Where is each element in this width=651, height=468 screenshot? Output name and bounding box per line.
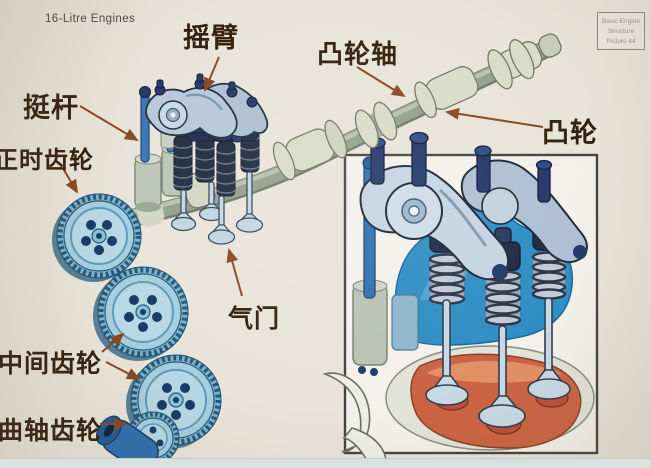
label-cam: 凸轮	[542, 118, 598, 148]
arrow-valve	[226, 248, 243, 297]
label-crankshaft-gear: 曲轴齿轮	[0, 417, 103, 445]
photo-edge	[0, 458, 651, 468]
rocker-arms	[145, 73, 269, 139]
inset-rocker-bolts	[368, 131, 553, 203]
inset-rocker-arms	[359, 159, 588, 281]
label-timing-gear: 正时齿轮	[0, 147, 94, 174]
corner-note-line: Basic Engine	[602, 18, 640, 25]
label-rocker-arm: 摇臂	[183, 23, 239, 53]
arrow-timing-gear	[63, 169, 79, 194]
arrow-pushrod	[79, 105, 139, 142]
timing-gear	[52, 193, 142, 282]
callout-arrows	[63, 56, 544, 430]
inset-detail-box	[322, 131, 599, 463]
label-camshaft: 凸轮轴	[317, 39, 399, 69]
corner-note-line: Picture 44	[606, 38, 636, 46]
arrow-intermediate-gear-upper	[101, 332, 125, 353]
arrow-intermediate-gear-lower	[105, 361, 141, 380]
arrow-rocker-arm	[204, 56, 220, 92]
label-intermediate-gear: 中间齿轮	[0, 350, 103, 378]
label-pushrod: 挺杆	[23, 93, 79, 123]
arrow-cam	[445, 107, 544, 128]
inset-valve-springs	[428, 251, 567, 326]
arrow-camshaft	[356, 66, 406, 98]
corner-note-line: Structure	[607, 28, 635, 36]
inset-valves	[425, 297, 571, 428]
valves	[170, 171, 264, 245]
corner-note-box: Basic Engine Structure Picture 44	[597, 12, 645, 50]
label-valve: 气门	[228, 305, 281, 333]
page-title: 16-Litre Engines	[45, 13, 136, 25]
